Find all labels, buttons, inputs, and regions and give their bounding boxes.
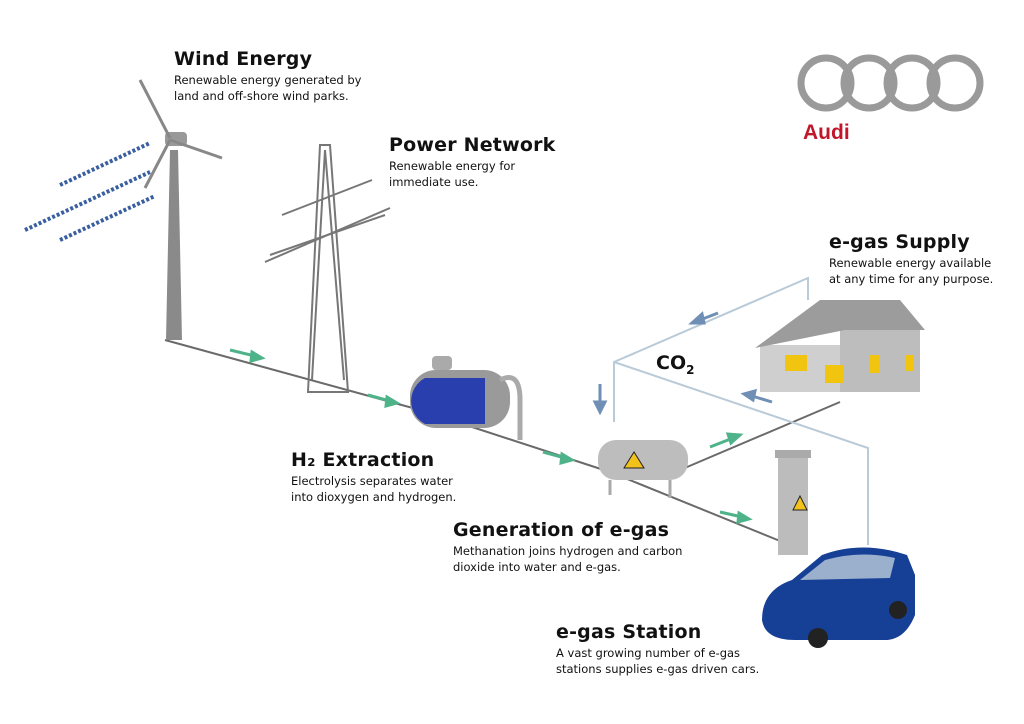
audi-rings-logo bbox=[797, 54, 984, 112]
power-pylon bbox=[264, 144, 391, 393]
gas-pump bbox=[775, 450, 811, 555]
wind-turbine bbox=[138, 79, 223, 340]
car bbox=[762, 547, 915, 648]
power-network-block: Power Network Renewable energy for immedi… bbox=[389, 134, 555, 190]
energy-line bbox=[164, 339, 791, 546]
h2-extraction-block: H₂ Extraction Electrolysis separates wat… bbox=[291, 449, 456, 505]
wind-energy-desc-1: Renewable energy generated by bbox=[174, 73, 362, 87]
power-network-desc-1: Renewable energy for bbox=[389, 159, 516, 173]
wind-energy-block: Wind Energy Renewable energy generated b… bbox=[174, 48, 361, 104]
egas-station-block: e-gas Station A vast growing number of e… bbox=[556, 621, 759, 677]
co2-pipes bbox=[613, 276, 869, 545]
co2-subscript: 2 bbox=[686, 362, 695, 377]
co2-arrows bbox=[592, 311, 773, 416]
power-network-title: Power Network bbox=[389, 134, 556, 156]
energy-arrows bbox=[229, 348, 753, 525]
wind-streaks bbox=[24, 141, 156, 242]
egas-supply-desc-2: at any time for any purpose. bbox=[829, 272, 994, 286]
gas-line-house bbox=[679, 401, 841, 471]
audi-logo-text: Audi bbox=[803, 121, 850, 144]
methanation-unit bbox=[598, 440, 688, 498]
h2-extraction-title: H₂ Extraction bbox=[291, 449, 435, 471]
egas-supply-block: e-gas Supply Renewable energy available a… bbox=[829, 231, 993, 287]
egas-station-desc-1: A vast growing number of e-gas bbox=[556, 646, 741, 660]
egas-supply-desc-1: Renewable energy available bbox=[829, 256, 992, 270]
wind-energy-desc-2: land and off-shore wind parks. bbox=[174, 89, 349, 103]
generation-title: Generation of e-gas bbox=[453, 519, 670, 541]
egas-station-desc-2: stations supplies e-gas driven cars. bbox=[556, 662, 760, 676]
h2-extraction-desc-2: into dioxygen and hydrogen. bbox=[291, 490, 457, 504]
electrolysis-tank bbox=[410, 356, 523, 440]
co2-text: CO bbox=[656, 352, 687, 374]
egas-station-title: e-gas Station bbox=[556, 621, 702, 643]
house bbox=[755, 300, 925, 392]
co2-label: CO2 bbox=[656, 352, 694, 377]
power-network-desc-2: immediate use. bbox=[389, 175, 479, 189]
generation-block: Generation of e-gas Methanation joins hy… bbox=[453, 519, 682, 575]
generation-desc-2: dioxide into water and e-gas. bbox=[453, 560, 621, 574]
wind-energy-title: Wind Energy bbox=[174, 48, 313, 70]
egas-supply-title: e-gas Supply bbox=[829, 231, 970, 253]
h2-extraction-desc-1: Electrolysis separates water bbox=[291, 474, 453, 488]
generation-desc-1: Methanation joins hydrogen and carbon bbox=[453, 544, 683, 558]
